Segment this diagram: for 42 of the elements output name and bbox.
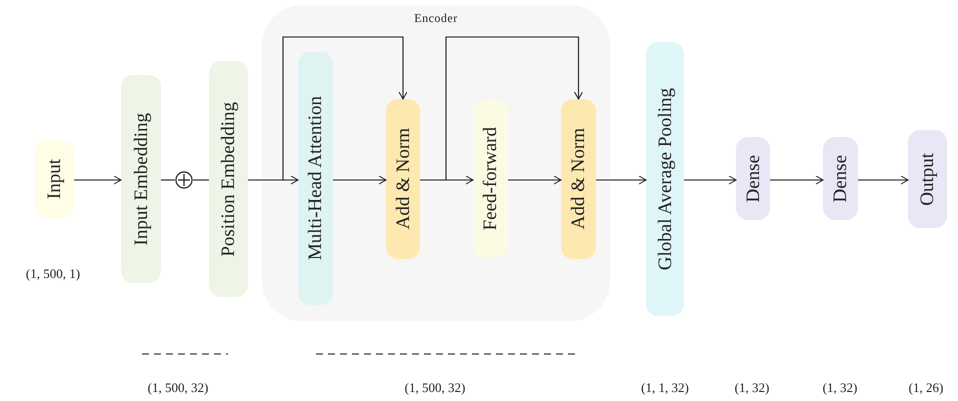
shape-label: (1, 500, 1): [26, 266, 80, 282]
shape-label: (1, 500, 32): [404, 380, 466, 396]
arrow: [684, 176, 736, 184]
shape-label: (1, 1, 32): [641, 380, 689, 396]
layer-box: [823, 137, 858, 220]
layer-box: [35, 140, 74, 218]
layer-box: [121, 75, 161, 283]
arrow: [74, 176, 122, 184]
layer-label: Position Embedding: [219, 102, 238, 256]
arrow: [596, 176, 646, 184]
layer-label: Global Average Pooling: [656, 88, 674, 270]
layer-box: [908, 130, 947, 228]
group-title: Encoder: [413, 11, 459, 26]
layer-box: [298, 52, 333, 305]
shape-label: (1, 32): [822, 380, 858, 396]
shape-label: (1, 32): [734, 380, 770, 396]
shape-label: (1, 26): [908, 380, 944, 396]
layer-label: Add & Norm: [569, 128, 588, 230]
sum-circle: [175, 171, 193, 189]
layer-label: Input Embedding: [132, 112, 150, 246]
layer-box: [473, 100, 508, 258]
layer-box: [386, 99, 420, 259]
connector-line: [193, 179, 209, 181]
layer-label: Dense: [831, 154, 850, 202]
layer-label: Output: [918, 152, 937, 206]
layer-label: Add & Norm: [394, 128, 412, 230]
skip-connection-arrow: [420, 36, 583, 181]
shape-label: (1, 500, 32): [148, 380, 208, 396]
layer-box: [736, 137, 770, 220]
arrow: [333, 176, 386, 184]
layer-box: [646, 42, 684, 316]
layer-box: [561, 99, 596, 259]
layer-label: Multi-Head Attention: [306, 96, 325, 261]
arrow: [770, 176, 824, 184]
connector-line: [161, 179, 175, 181]
layer-label: Feed-forward: [481, 127, 500, 231]
layer-label: Dense: [744, 154, 762, 202]
arrow: [858, 176, 908, 184]
encoder-group: [262, 5, 610, 321]
layer-box: [209, 61, 248, 297]
layer-label: Input: [45, 158, 64, 200]
arrow: [508, 176, 562, 184]
